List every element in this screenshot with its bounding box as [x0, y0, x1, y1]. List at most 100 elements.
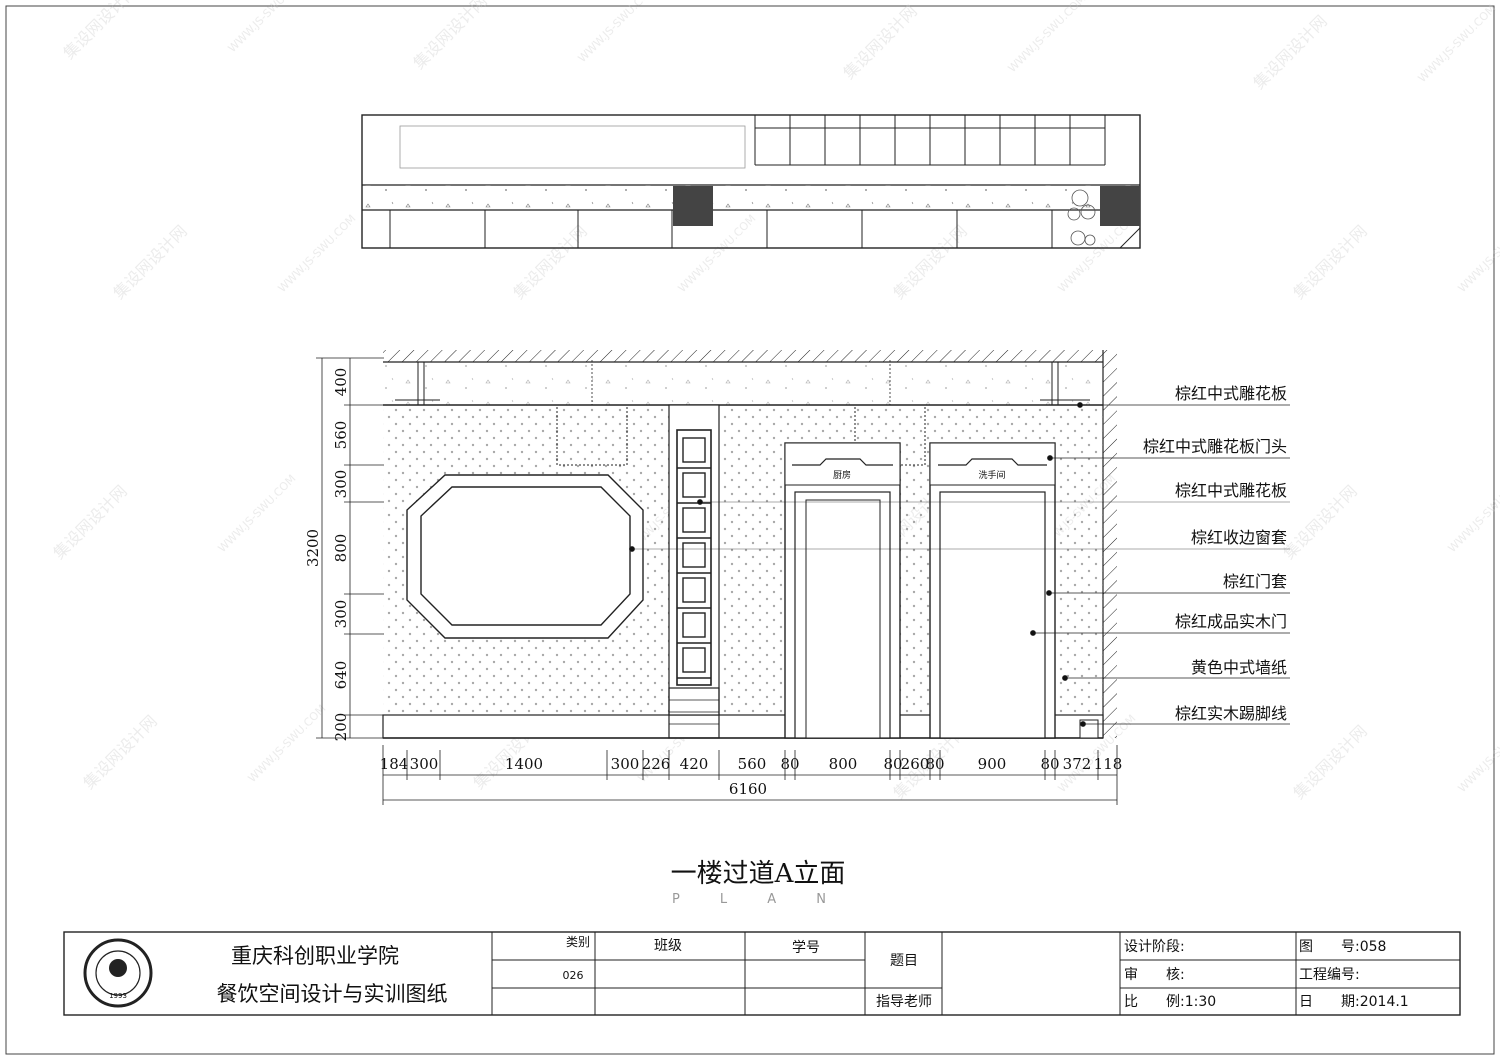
- wall-hatch: [1103, 350, 1117, 738]
- carved-panel-left: [556, 404, 628, 466]
- review-label: 审 核:: [1124, 967, 1185, 983]
- horizontal-dimension: 800: [829, 755, 858, 773]
- vertical-dimension: 800: [332, 534, 350, 563]
- date-label: 日 期:2014.1: [1299, 994, 1409, 1010]
- horizontal-dimension: 118: [1094, 755, 1123, 773]
- callout-label: 黄色中式墙纸: [1191, 658, 1287, 677]
- horizontal-dimension: 80: [883, 755, 902, 773]
- vertical-dimension: 560: [332, 421, 350, 450]
- lattice-cell: [682, 647, 706, 673]
- category-label: 类别: [566, 935, 590, 949]
- watermark-url: WWW.JS-SWU.COM: [246, 702, 329, 785]
- plan-column-left: [673, 186, 713, 226]
- octagon-window: [406, 474, 644, 639]
- watermark: 集设网设计网 WWW.JS-SWU.COM: [1289, 212, 1500, 303]
- watermark-text: 集设网设计网: [79, 712, 160, 793]
- watermark: 集设网设计网 WWW.JS-SWU.COM: [49, 472, 299, 563]
- horizontal-dimension: 372: [1063, 755, 1092, 773]
- horizontal-dimension: 80: [780, 755, 799, 773]
- plan-partitions-bottom: [389, 210, 1053, 249]
- plan-column-right: [1100, 186, 1140, 226]
- watermark-text: 集设网设计网: [1289, 722, 1370, 803]
- callout-label: 棕红实木踢脚线: [1175, 704, 1287, 723]
- door-kitchen: [784, 442, 901, 739]
- horizontal-dimension: 80: [925, 755, 944, 773]
- callout-label: 棕红成品实木门: [1175, 612, 1287, 631]
- horizontal-dimension: 80: [1040, 755, 1059, 773]
- vertical-dimension: 200: [332, 713, 350, 742]
- callout-label: 棕红中式雕花板门头: [1143, 437, 1287, 456]
- callout-label: 棕红收边窗套: [1191, 528, 1287, 547]
- watermark: 集设网设计网 WWW.JS-SWU.COM: [1249, 2, 1499, 93]
- lattice-cell: [682, 612, 706, 638]
- lattice-cell: [682, 507, 706, 533]
- vertical-dimension-total: 3200: [304, 529, 322, 567]
- class-label: 班级: [654, 938, 682, 954]
- horizontal-dimension: 226: [642, 755, 671, 773]
- plan-plant-symbol: [1067, 189, 1096, 246]
- horizontal-dimension: 260: [901, 755, 930, 773]
- project-no-label: 工程编号:: [1299, 967, 1360, 983]
- plan-partitions-top: [754, 115, 1106, 166]
- watermark-text: 集设网设计网: [409, 0, 490, 73]
- horizontal-dimension: 560: [738, 755, 767, 773]
- watermark-text: 集设网设计网: [109, 222, 190, 303]
- watermark-url: WWW.JS-SWU.COM: [1006, 0, 1089, 75]
- watermark-text: 集设网设计网: [1279, 482, 1360, 563]
- school-logo: 1993: [83, 938, 153, 1008]
- watermark-text: 集设网设计网: [49, 482, 130, 563]
- student-id-label: 学号: [792, 940, 820, 956]
- watermark-text: 集设网设计网: [1289, 222, 1370, 303]
- watermark-url: WWW.JS-SWU.COM: [276, 212, 359, 295]
- door-label-kitchen: 厨房: [833, 469, 851, 481]
- advisor-label: 指导老师: [876, 994, 932, 1010]
- lattice-column: [668, 404, 720, 739]
- lattice-cell: [682, 577, 706, 603]
- watermark: 集设网设计网 WWW.JS-SWU.COM: [109, 212, 359, 303]
- horizontal-dimension-total: 6160: [729, 780, 767, 798]
- drawing-set-name: 餐饮空间设计与实训图纸: [217, 982, 448, 1006]
- elevation-view: 厨房 洗手间 棕红中式雕花板棕红中式雕花板门头棕红中式雕花板棕红收边窗套棕红门套…: [304, 350, 1290, 805]
- plan-view: [361, 114, 1141, 249]
- watermark-url: WWW.JS-SWU.COM: [1456, 212, 1500, 295]
- watermark-text: 集设网设计网: [509, 222, 590, 303]
- horizontal-dimension: 300: [611, 755, 640, 773]
- watermark-url: WWW.JS-SWU.COM: [1416, 2, 1499, 85]
- watermark-text: 集设网设计网: [1249, 12, 1330, 93]
- svg-text:1993: 1993: [109, 992, 127, 1000]
- watermark-text: 集设网设计网: [889, 222, 970, 303]
- callout-label: 棕红中式雕花板: [1175, 384, 1287, 403]
- design-stage-label: 设计阶段:: [1124, 939, 1185, 955]
- door-label-washroom: 洗手间: [978, 469, 1005, 481]
- topic-label: 题目: [890, 953, 918, 969]
- lattice-cell: [682, 542, 706, 568]
- lattice-cell: [682, 472, 706, 498]
- scale-label: 比 例:1:30: [1124, 994, 1216, 1010]
- sheet-border: [5, 5, 1495, 1055]
- drawing-no-label: 图 号:058: [1299, 939, 1386, 955]
- lattice-cell: [682, 437, 706, 463]
- callout-label: 棕红中式雕花板: [1175, 481, 1287, 500]
- watermark: 集设网设计网 WWW.JS-SWU.COM: [79, 702, 329, 793]
- watermark: 集设网设计网 WWW.JS-SWU.COM: [1279, 472, 1500, 563]
- school-name: 重庆科创职业学院: [231, 944, 399, 968]
- drawing-subtitle: P L A N: [672, 892, 844, 907]
- vertical-dimension: 640: [332, 661, 350, 690]
- horizontal-dimension: 300: [410, 755, 439, 773]
- watermark-url: WWW.JS-SWU.COM: [216, 472, 299, 555]
- horizontal-dimension: 1400: [505, 755, 543, 773]
- vertical-dimension: 400: [332, 368, 350, 397]
- watermark-url: WWW.JS-SWU.COM: [1446, 472, 1500, 555]
- vertical-dimension: 300: [332, 470, 350, 499]
- horizontal-dimension: 900: [978, 755, 1007, 773]
- door-washroom: [929, 442, 1056, 739]
- ceiling-hatch: [383, 350, 1103, 362]
- title-block: 1993 重庆科创职业学院 餐饮空间设计与实训图纸 类别 026 班级 学号 题…: [63, 931, 1461, 1016]
- horizontal-dimension: 184: [380, 755, 409, 773]
